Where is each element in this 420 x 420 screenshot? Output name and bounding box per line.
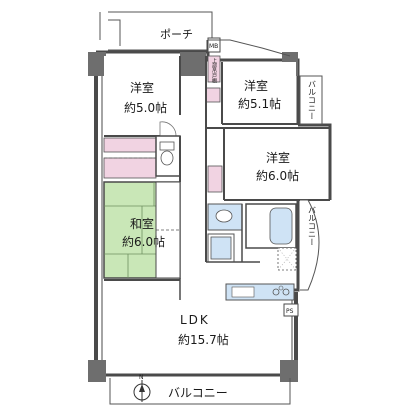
room-2-name: 洋室	[244, 78, 268, 93]
porch-label: ポーチ	[160, 28, 193, 41]
inner-walls	[179, 56, 207, 262]
western-room-2: 洋室 約5.1帖	[205, 39, 298, 125]
mb-label: MB	[209, 43, 218, 50]
balcony-bottom-label: バルコニー	[168, 386, 228, 400]
balcony-bottom: バルコニー	[109, 378, 291, 405]
western-room-1: 洋室 約5.0帖	[104, 56, 181, 137]
hallway-storage: 上部吊戸棚	[207, 55, 221, 84]
ldk-name: LDK	[180, 313, 210, 327]
pipe-space: PS	[283, 303, 299, 317]
japanese-room: 和室 約6.0帖	[103, 181, 181, 279]
balcony-right-top: バルコニー	[299, 75, 323, 125]
ps-label: PS	[286, 308, 294, 315]
room-2-size: 約5.1帖	[238, 96, 281, 111]
meter-box: MB	[207, 37, 221, 53]
room-1-name: 洋室	[130, 80, 154, 95]
fridge-space	[277, 247, 297, 271]
balcony-right-mid: バルコニー	[300, 199, 320, 291]
ldk-size: 約15.7帖	[178, 332, 229, 347]
western-room-3: 洋室 約6.0帖	[205, 127, 330, 201]
toilet	[155, 135, 181, 177]
japanese-room-name: 和室	[130, 216, 154, 231]
north-label: N	[139, 374, 144, 381]
kitchen-counter	[225, 283, 295, 301]
japanese-room-size: 約6.0帖	[122, 234, 165, 249]
room-1-size: 約5.0帖	[124, 100, 167, 115]
north-arrow-icon: N	[133, 374, 151, 402]
balcony-right-top-label: バルコニー	[308, 80, 317, 120]
closets-left	[103, 137, 157, 179]
ldk-room: LDK 約15.7帖	[104, 278, 229, 347]
room-3-size: 約6.0帖	[256, 168, 299, 183]
porch-area: ポーチ	[99, 11, 213, 51]
wet-area	[206, 203, 297, 263]
storage-note: 上部吊戸棚	[211, 57, 217, 84]
balcony-right-mid-label: バルコニー	[308, 206, 317, 246]
room-3-name: 洋室	[266, 150, 290, 165]
